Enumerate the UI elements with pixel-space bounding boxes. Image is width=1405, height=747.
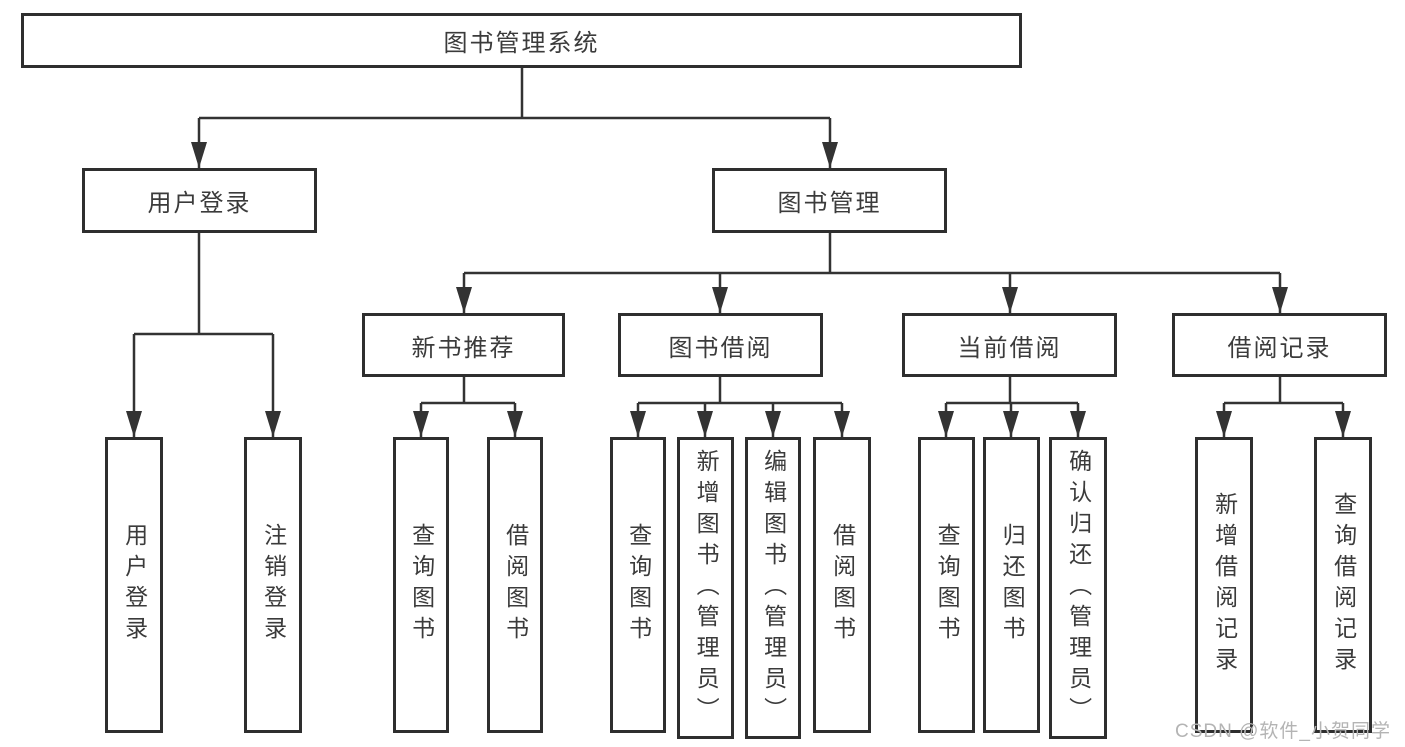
leaf-query-borrow-record: 查询借阅记录 [1314, 437, 1372, 733]
node-book-borrow-label: 图书借阅 [668, 334, 773, 362]
leaf-logout-label: 注销登录 [260, 523, 287, 647]
node-book-management-label: 图书管理 [777, 190, 882, 217]
leaf-query-book-2: 查询图书 [610, 437, 666, 733]
leaf-borrow-book-2: 借阅图书 [813, 437, 871, 733]
leaf-query-book-1: 查询图书 [393, 437, 449, 733]
leaf-borrow-book-1-label: 借阅图书 [502, 523, 529, 647]
leaf-query-book-1-label: 查询图书 [408, 523, 435, 647]
leaf-query-book-3: 查询图书 [918, 437, 975, 733]
leaf-return-book: 归还图书 [983, 437, 1040, 733]
node-book-management: 图书管理 [712, 168, 947, 233]
node-current-borrow-label: 当前借阅 [957, 334, 1062, 362]
leaf-query-book-3-label: 查询图书 [934, 523, 961, 647]
leaf-confirm-return-admin-label: 确认归还（管理员） [1065, 448, 1092, 728]
leaf-logout: 注销登录 [244, 437, 302, 733]
node-borrow-records-label: 借阅记录 [1227, 334, 1332, 362]
node-root-system: 图书管理系统 [21, 13, 1022, 68]
node-root-label: 图书管理系统 [443, 30, 600, 57]
leaf-borrow-book-2-label: 借阅图书 [829, 523, 856, 647]
leaf-query-borrow-record-label: 查询借阅记录 [1330, 492, 1357, 678]
leaf-user-login-label: 用户登录 [121, 523, 148, 647]
leaf-user-login: 用户登录 [105, 437, 163, 733]
node-book-borrow: 图书借阅 [618, 313, 823, 377]
leaf-add-book-admin: 新增图书（管理员） [677, 437, 734, 739]
leaf-query-book-2-label: 查询图书 [625, 523, 652, 647]
node-current-borrow: 当前借阅 [902, 313, 1117, 377]
leaf-borrow-book-1: 借阅图书 [487, 437, 543, 733]
leaf-add-book-admin-label: 新增图书（管理员） [693, 448, 720, 728]
node-user-login: 用户登录 [82, 168, 317, 233]
node-new-book-recommend-label: 新书推荐 [411, 334, 516, 362]
node-new-book-recommend: 新书推荐 [362, 313, 565, 377]
leaf-edit-book-admin-label: 编辑图书（管理员） [760, 448, 787, 728]
leaf-edit-book-admin: 编辑图书（管理员） [745, 437, 801, 739]
leaf-add-borrow-record: 新增借阅记录 [1195, 437, 1253, 733]
node-borrow-records: 借阅记录 [1172, 313, 1387, 377]
leaf-add-borrow-record-label: 新增借阅记录 [1211, 492, 1238, 678]
node-user-login-label: 用户登录 [147, 190, 252, 217]
leaf-return-book-label: 归还图书 [999, 523, 1026, 647]
csdn-watermark: CSDN @软件_小贺同学 [1175, 721, 1391, 742]
leaf-confirm-return-admin: 确认归还（管理员） [1049, 437, 1107, 739]
